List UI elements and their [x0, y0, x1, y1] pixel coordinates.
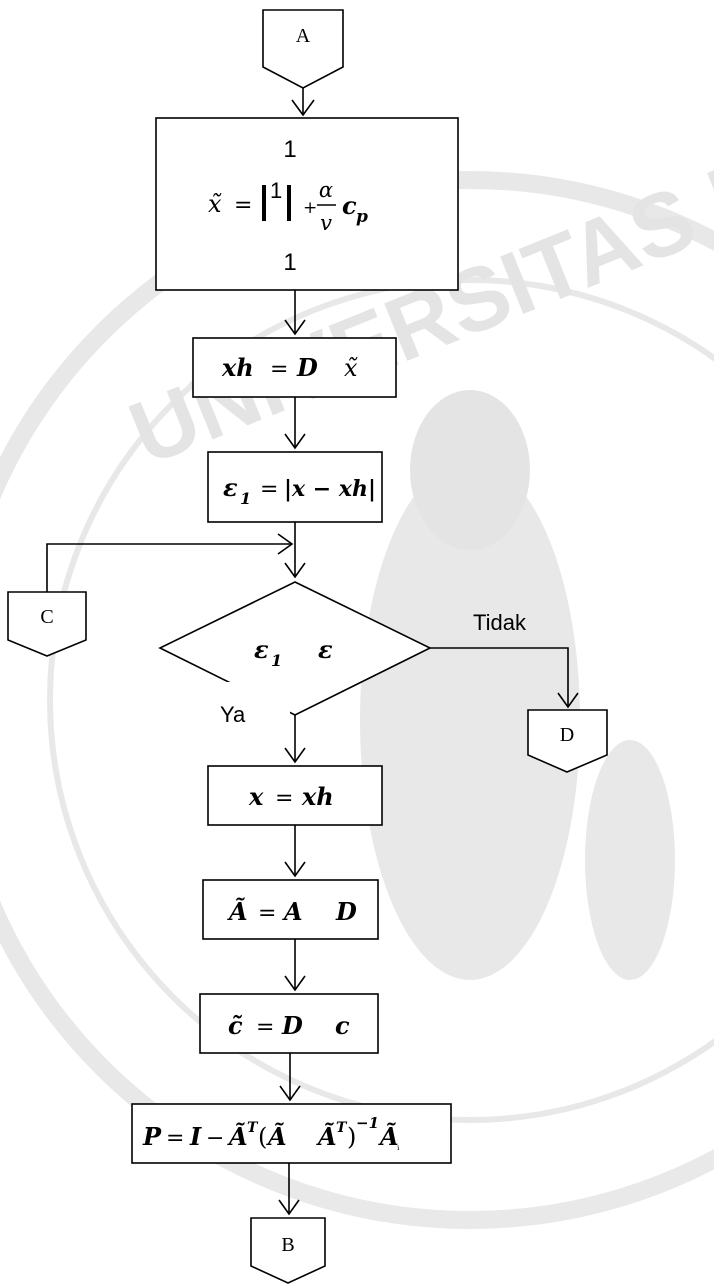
svg-text:A: A [296, 25, 311, 47]
svg-text:Ã: Ã [266, 1122, 287, 1151]
watermark-ring-inner [47, 277, 714, 1123]
svg-text:|x − xh|: |x − xh| [284, 476, 376, 502]
svg-text:+: + [303, 198, 317, 218]
svg-text:D: D [560, 724, 574, 746]
connector-d: D [527, 709, 608, 773]
svg-text:=: = [275, 786, 293, 811]
svg-text:1: 1 [240, 489, 251, 508]
svg-text:x̃: x̃ [208, 190, 222, 218]
svg-text:−1: −1 [356, 1114, 379, 1132]
svg-text:Ã: Ã [316, 1122, 337, 1151]
box-error: ε 1 = |x − xh| [207, 451, 383, 523]
svg-text:=: = [260, 477, 278, 502]
watermark-figure-small [585, 740, 675, 980]
svg-text:−: − [206, 1126, 224, 1151]
svg-text:c̃: c̃ [228, 1011, 243, 1040]
svg-text:=: = [270, 357, 288, 382]
svg-text:x: x [248, 782, 264, 811]
connector-c: C [7, 591, 87, 657]
connector-b: B [250, 1217, 326, 1284]
svg-text:(: ( [258, 1123, 267, 1151]
svg-text:B: B [281, 1234, 294, 1256]
svg-text:p: p [356, 207, 368, 227]
svg-text:v: v [320, 211, 332, 235]
box-a-tilde: Ã = A D [202, 879, 379, 940]
svg-text:1: 1 [283, 249, 296, 276]
svg-text:=: = [234, 193, 252, 218]
svg-text:C: C [40, 606, 53, 628]
box-c-tilde: c̃ = D c [199, 993, 379, 1054]
svg-text:1: 1 [271, 651, 282, 670]
box-transform: xh = D x̃ [192, 337, 397, 398]
svg-text:Ã: Ã [378, 1122, 399, 1151]
watermark-figure [360, 460, 580, 980]
svg-text:c: c [335, 1011, 350, 1040]
svg-text:A: A [282, 897, 303, 926]
svg-text:xh: xh [221, 353, 254, 382]
svg-text:Ã: Ã [227, 897, 248, 926]
svg-text:I: I [189, 1122, 202, 1151]
decision-diamond: ε 1 ε [158, 581, 432, 716]
svg-text:D: D [335, 897, 357, 926]
watermark-figure-head [410, 390, 530, 550]
svg-text:=: = [166, 1126, 184, 1151]
svg-text:ε: ε [223, 473, 238, 502]
svg-text:α: α [319, 178, 333, 202]
svg-text:D: D [281, 1011, 303, 1040]
watermark-ring-outer [0, 171, 714, 1229]
svg-text:ε: ε [254, 635, 269, 664]
connector-a: A [262, 9, 344, 89]
svg-text:=: = [256, 1015, 274, 1040]
svg-text:ε: ε [318, 635, 333, 664]
svg-text:ᵢ: ᵢ [397, 1139, 400, 1153]
svg-text:x̃: x̃ [344, 354, 358, 382]
svg-text:): ) [347, 1123, 356, 1151]
svg-text:1: 1 [270, 178, 282, 203]
svg-text:c: c [342, 191, 357, 220]
svg-text:T: T [247, 1120, 259, 1136]
svg-text:T: T [336, 1120, 348, 1136]
label-ya: Ya [220, 702, 246, 727]
svg-text:P: P [142, 1122, 162, 1151]
label-tidak: Tidak [473, 610, 527, 635]
box-initial-point: 1 x̃ = 1 + α v c p 1 [155, 117, 459, 291]
svg-text:D: D [296, 353, 318, 382]
box-update-x: x = xh [207, 765, 383, 826]
svg-text:=: = [258, 901, 276, 926]
svg-text:1: 1 [283, 136, 296, 163]
box-projection: P = I − Ã T ( Ã Ã T ) −1 Ã ᵢ [131, 1103, 452, 1164]
svg-text:Ã: Ã [227, 1122, 248, 1151]
svg-text:xh: xh [301, 782, 334, 811]
